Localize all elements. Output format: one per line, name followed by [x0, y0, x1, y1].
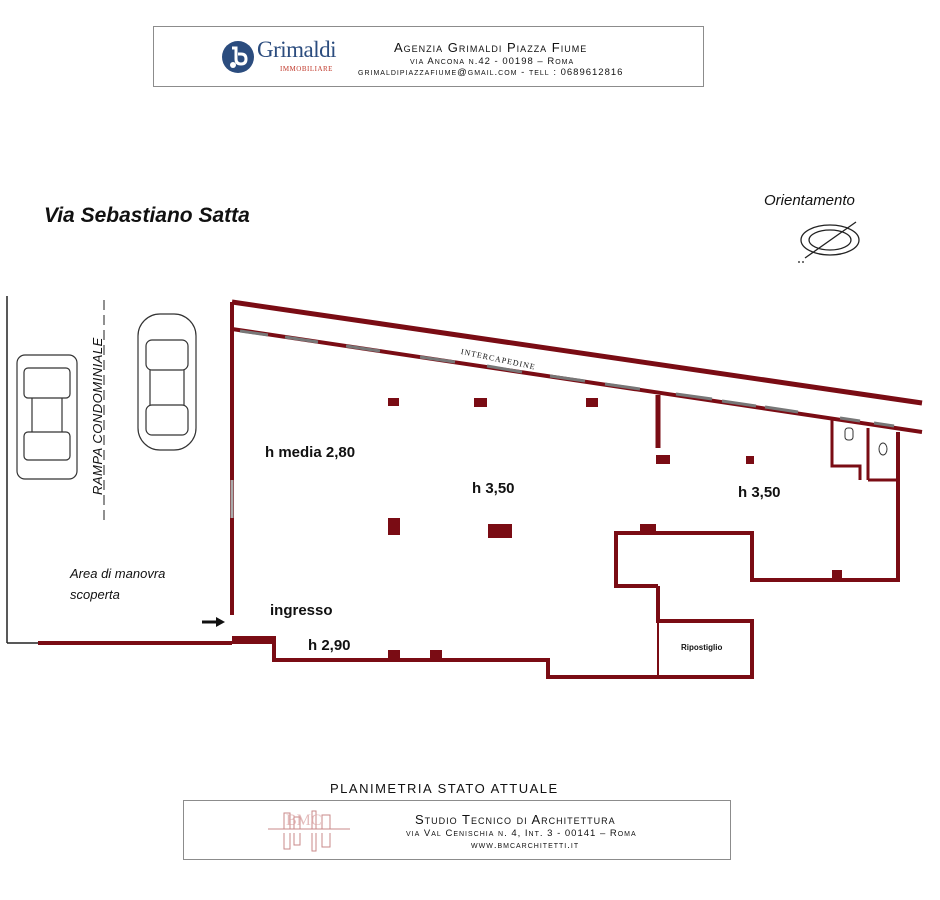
maneuver-area-label-line2: scoperta: [70, 587, 120, 602]
right-room-height-label: h 3,50: [738, 484, 781, 501]
orientation-label: Orientamento: [764, 192, 855, 209]
street-name: Via Sebastiano Satta: [44, 204, 250, 227]
windows: [239, 329, 895, 428]
entrance-arrow-icon: [202, 617, 225, 627]
entrance-height-label: h 2,90: [308, 637, 351, 654]
car-left-icon: [16, 354, 78, 480]
maneuver-area-label-line1: Area di manovra: [70, 566, 166, 581]
site-lines: [6, 296, 105, 644]
bmc-logo-icon: BMC: [268, 810, 350, 852]
center-room-height-label: h 3,50: [472, 480, 515, 497]
agency-contact: grimaldipiazzafiume@gmail.com - tell : 0…: [358, 67, 624, 78]
wall-perimeter: [272, 619, 754, 679]
plan-title: PLANIMETRIA STATO ATTUALE: [330, 781, 559, 796]
agency-name: Agenzia Grimaldi Piazza Fiume: [394, 40, 588, 55]
svg-text:BMC: BMC: [286, 812, 322, 829]
agency-address: via Ancona n.42 - 00198 – Roma: [410, 56, 575, 67]
agency-logo-subtitle: IMMOBILIARE: [280, 65, 333, 73]
studio-name: Studio Tecnico di Architettura: [415, 812, 616, 827]
sink-icon: [878, 442, 888, 456]
north-arrow-icon: [798, 221, 860, 263]
ramp-label: RAMPA CONDOMINIALE: [90, 337, 105, 495]
main-room-height-label: h media 2,80: [265, 444, 356, 461]
toilet-icon: [844, 427, 854, 441]
storage-room-label: Ripostiglio: [681, 643, 723, 652]
grimaldi-logo-icon: [222, 41, 254, 73]
outer-wall-top: [231, 299, 923, 406]
car-right-icon: [137, 313, 197, 451]
pillars: [388, 398, 842, 660]
agency-header: Grimaldi IMMOBILIARE Agenzia Grimaldi Pi…: [153, 26, 704, 87]
studio-website: www.bmcarchitetti.it: [471, 840, 580, 851]
studio-footer: BMC Studio Tecnico di Architettura via V…: [183, 800, 731, 860]
agency-logo-name: Grimaldi: [257, 37, 337, 62]
entrance-label: ingresso: [270, 602, 333, 619]
studio-address: via Val Cenischia n. 4, Int. 3 - 00141 –…: [406, 828, 637, 839]
